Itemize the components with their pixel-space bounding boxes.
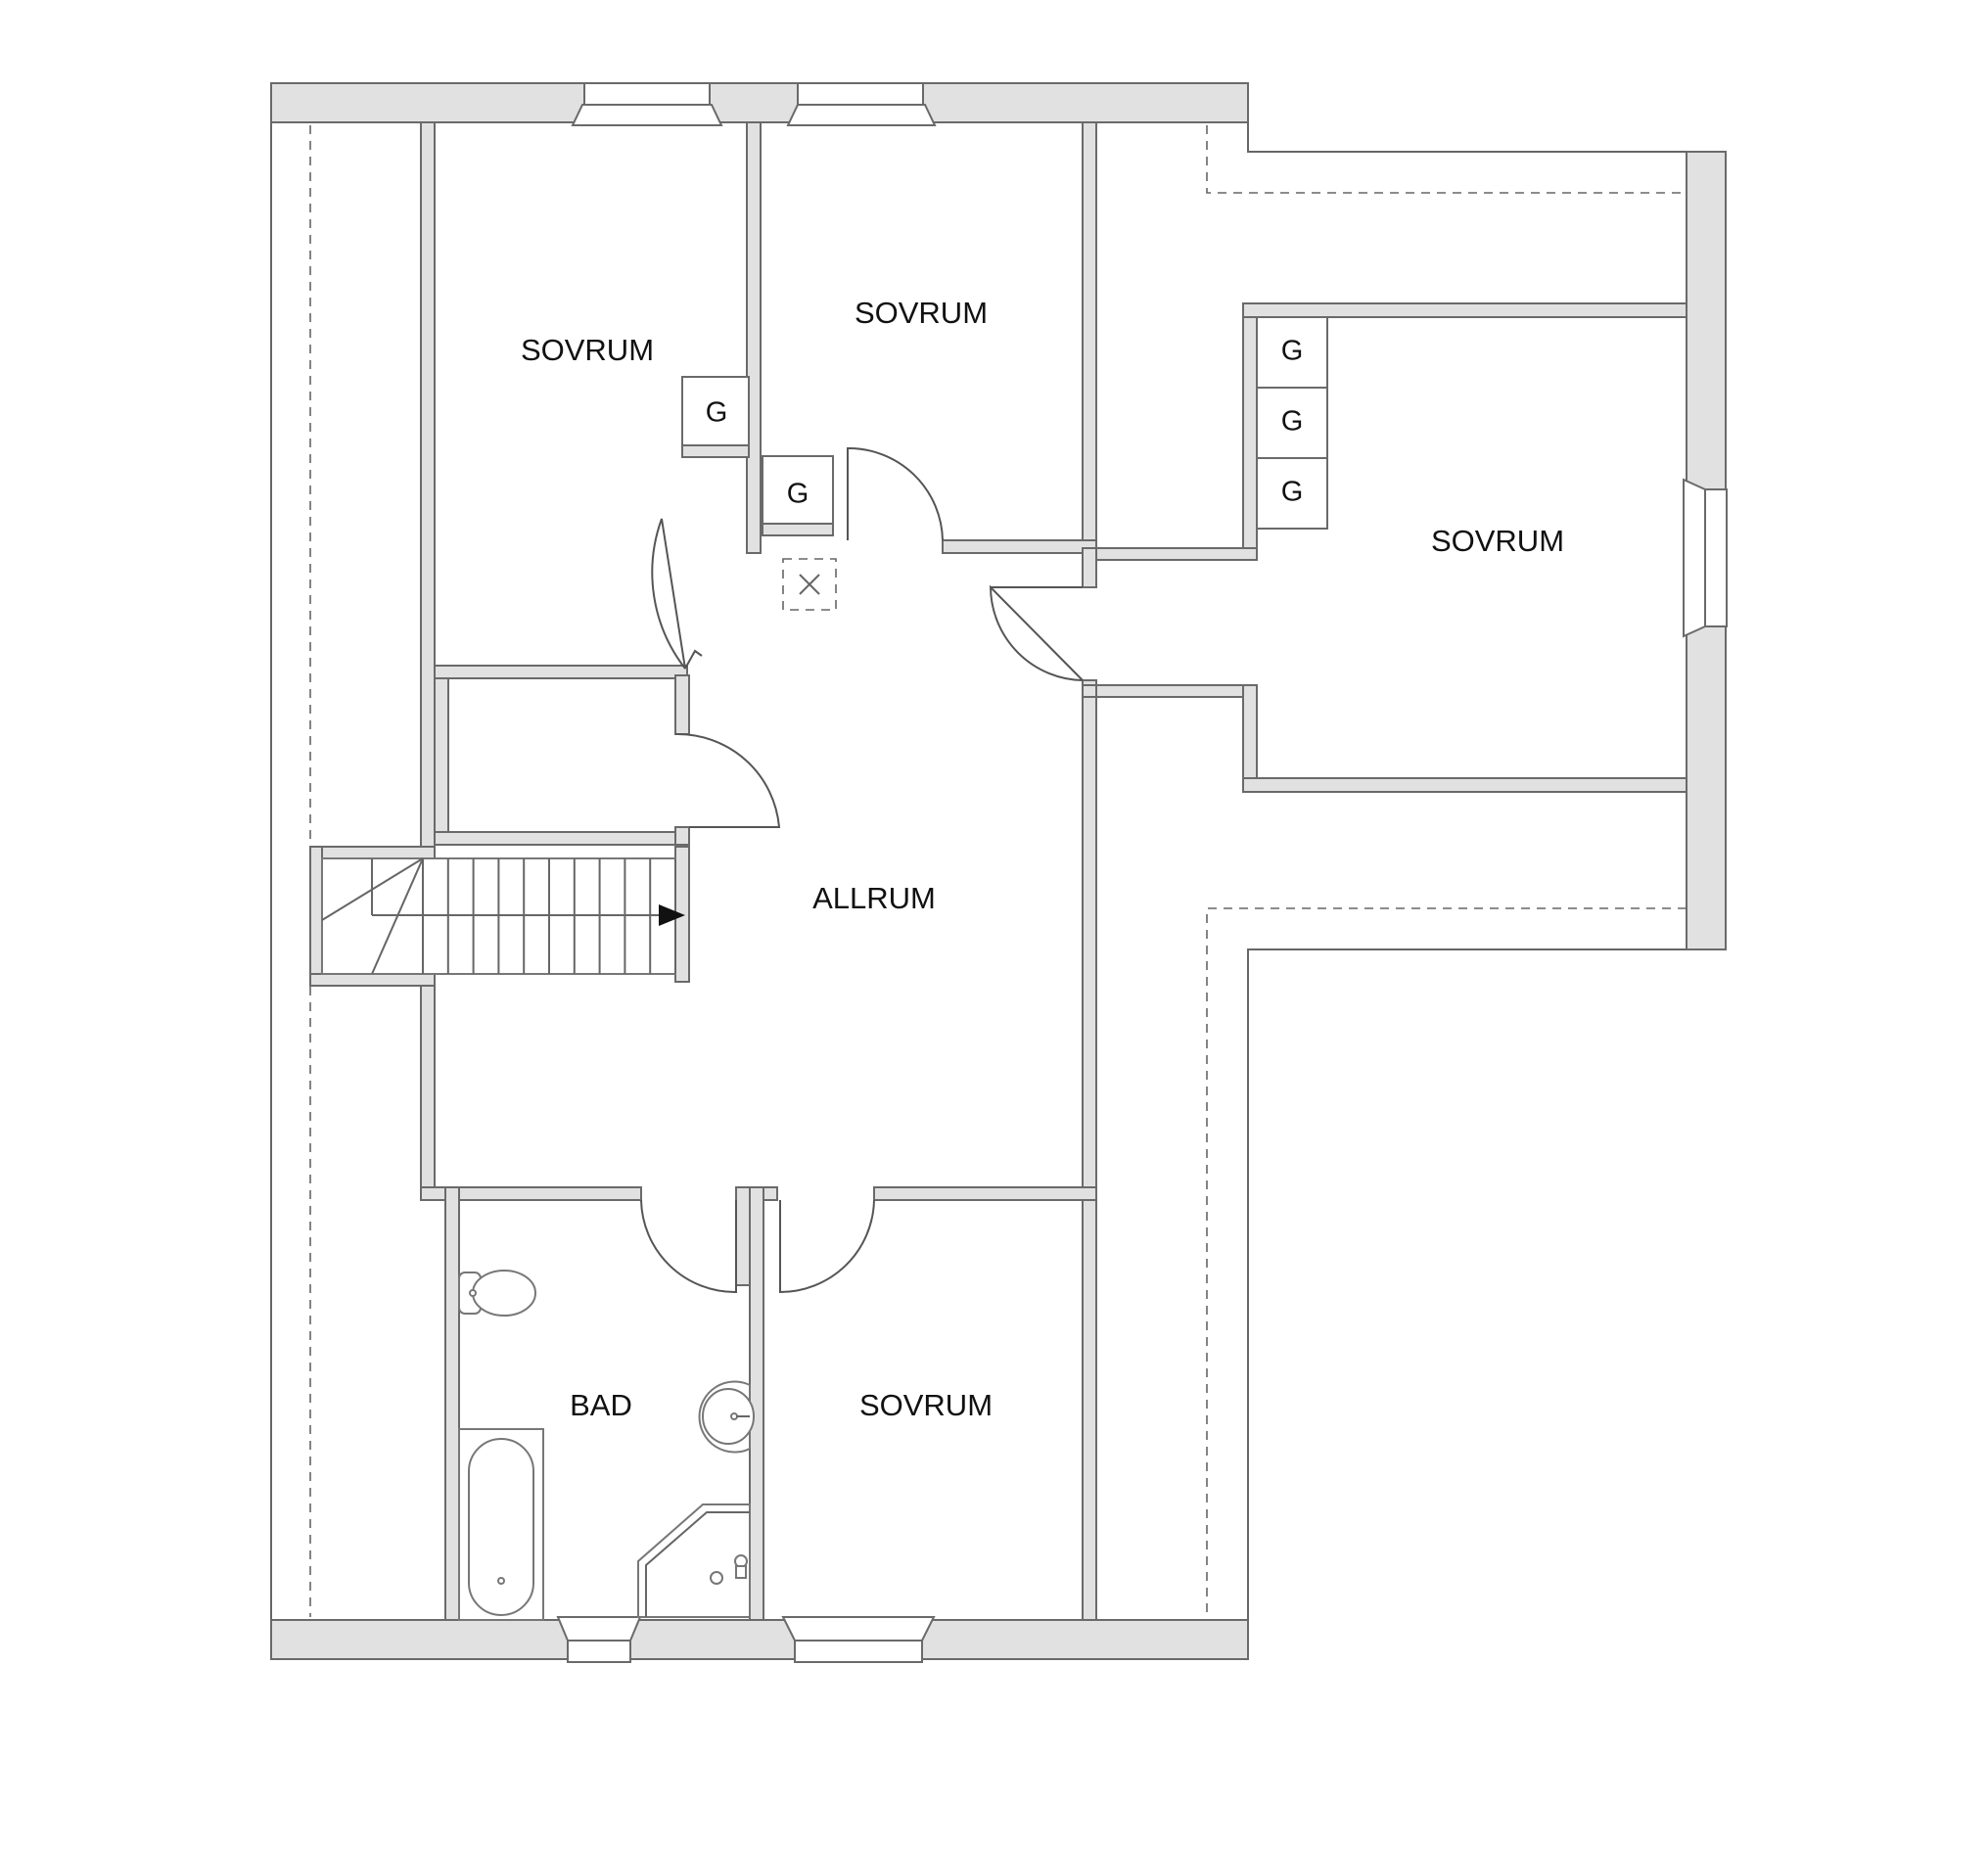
sink-icon xyxy=(698,1380,755,1454)
shafts: G G G G G xyxy=(681,316,1328,536)
shaft-box: G xyxy=(762,455,834,536)
doors xyxy=(640,446,1084,1294)
room-label-bedroom-top-left: SOVRUM xyxy=(521,333,654,367)
windows xyxy=(556,82,1728,1663)
door-top-left-bedroom xyxy=(651,518,686,670)
attic-outline xyxy=(270,122,1687,1620)
roof-slope-lines xyxy=(309,125,1687,1617)
shaft-label: G xyxy=(787,479,809,510)
toilet-icon xyxy=(458,1270,536,1317)
room-label-bedroom-right: SOVRUM xyxy=(1431,524,1564,558)
door-bottom-bedroom xyxy=(779,1199,875,1294)
interior-walls xyxy=(309,121,1687,1621)
bathroom-fixtures xyxy=(458,1270,755,1621)
stair-arrow-head xyxy=(659,904,685,926)
wall-top xyxy=(270,82,1249,123)
window-right xyxy=(1683,478,1728,638)
shaft-label: G xyxy=(706,397,728,429)
attic-hatch xyxy=(782,558,837,611)
shower-icon xyxy=(637,1503,751,1618)
shaft-label: G xyxy=(1281,477,1304,508)
room-labels: SOVRUM SOVRUM SOVRUM ALLRUM BAD SOVRUM xyxy=(521,296,1564,1422)
room-label-bathroom: BAD xyxy=(570,1388,632,1422)
window-top-2 xyxy=(786,82,937,126)
window-bottom-2 xyxy=(781,1616,936,1663)
shaft-box: G xyxy=(1256,387,1328,459)
door-bathroom xyxy=(640,1199,737,1294)
shaft-box: G xyxy=(681,376,750,458)
staircase xyxy=(321,857,685,975)
window-top-1 xyxy=(571,82,723,126)
window-bottom-1 xyxy=(556,1616,642,1663)
shaft-label: G xyxy=(1281,336,1304,367)
shaft-box: G xyxy=(1256,316,1328,389)
door-storage xyxy=(674,732,781,828)
door-right-bedroom xyxy=(989,584,1084,681)
door-top-middle-bedroom xyxy=(847,446,944,541)
wall-bottom xyxy=(270,1619,1249,1660)
shaft-box: G xyxy=(1256,457,1328,530)
bathtub-icon xyxy=(458,1428,544,1621)
shaft-label: G xyxy=(1281,406,1304,438)
room-label-bedroom-bottom: SOVRUM xyxy=(859,1388,993,1422)
room-label-bedroom-top-middle: SOVRUM xyxy=(855,296,988,330)
room-label-living: ALLRUM xyxy=(812,881,936,915)
